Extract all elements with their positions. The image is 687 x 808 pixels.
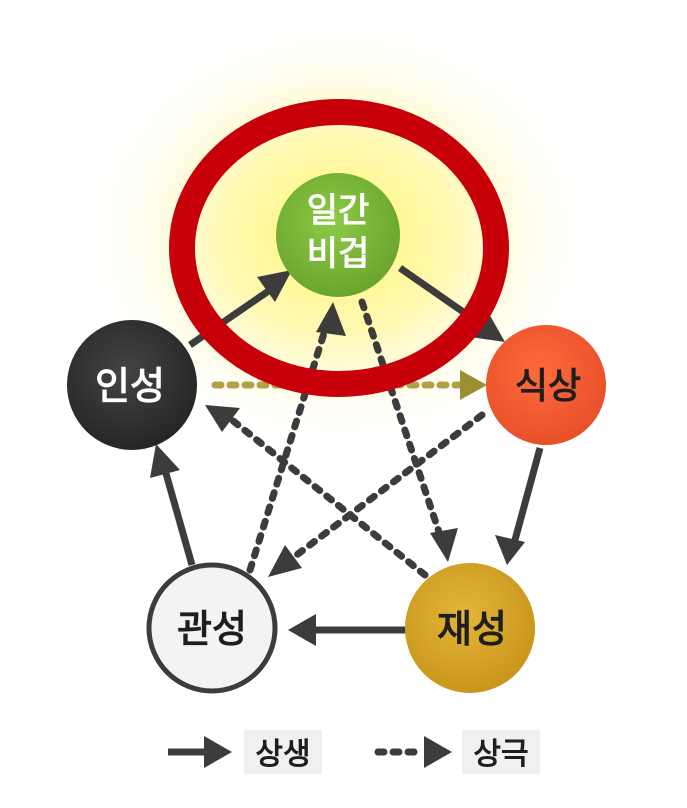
node-inseong: [67, 320, 197, 450]
node-siksang: [486, 325, 606, 445]
legend-solid-arrowhead: [204, 736, 232, 768]
node-inseong-label: 인성: [95, 364, 165, 408]
dotted-arrowheads: [205, 302, 487, 577]
dotted-jaeseong-to-inseong: [228, 416, 429, 579]
dotted-siksang-to-gwanseong: [286, 411, 486, 564]
node-jaeseong-label: 재성: [437, 607, 507, 651]
arrow-siksang-to-jaeseong: [511, 447, 544, 541]
arrowhead-siksang-to-jaeseong: [495, 535, 525, 565]
node-jaeseong: [405, 563, 535, 693]
arrowhead-dotted-ilgan-to-jaeseong: [430, 528, 458, 562]
legend-solid-label-bg: [244, 730, 322, 774]
node-ilgan-line1: 일간: [307, 191, 370, 231]
arrowhead-ilgan-to-siksang: [470, 312, 505, 342]
arrow-gwanseong-to-inseong: [161, 469, 196, 566]
highlight-ring: [169, 99, 509, 397]
dotted-ilgan-to-jaeseong: [358, 298, 444, 539]
arrowhead-jaeseong-to-gwanseong: [288, 614, 316, 646]
node-ilgan: [276, 173, 400, 297]
legend: 상생 상극: [168, 730, 540, 774]
arrowhead-dotted-jaeseong-to-inseong: [205, 405, 240, 432]
node-ilgan-line2: 비겁: [307, 234, 370, 274]
arrowhead-dotted-gwanseong-to-ilgan: [316, 302, 346, 336]
arrowhead-inseong-to-ilgan: [257, 270, 292, 302]
legend-dotted-label-bg: [462, 730, 540, 774]
arrowhead-gwanseong-to-inseong: [150, 444, 180, 478]
node-gwanseong-label: 관성: [177, 607, 247, 651]
legend-dotted-arrowhead: [424, 736, 452, 768]
arrowhead-dotted-siksang-to-gwanseong: [268, 545, 302, 577]
node-gwanseong: [146, 562, 278, 694]
legend-solid-label: 상생: [255, 737, 310, 772]
legend-dotted-label: 상극: [473, 737, 528, 772]
node-siksang-label: 식상: [515, 366, 581, 407]
arrowhead-dotted-inseong-to-siksang: [460, 370, 487, 400]
